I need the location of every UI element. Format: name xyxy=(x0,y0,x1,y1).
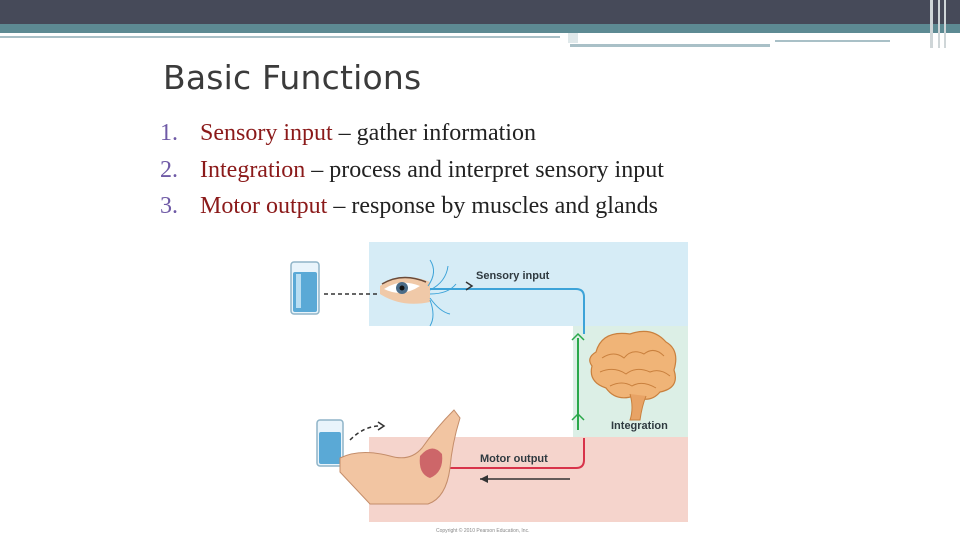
decorative-line xyxy=(944,0,946,48)
bullet-term: Integration xyxy=(200,157,305,183)
copyright-text: Copyright © 2010 Pearson Education, Inc. xyxy=(436,527,529,534)
bullet-term: Sensory input xyxy=(200,120,333,146)
bullet-list: 1.Sensory input – gather information 2.I… xyxy=(160,115,664,225)
water-glass-icon xyxy=(317,420,343,466)
bullet-item: 2.Integration – process and interpret se… xyxy=(160,152,664,189)
bullet-description: – gather information xyxy=(333,120,536,146)
white-gap xyxy=(369,326,573,437)
bullet-term: Motor output xyxy=(200,193,327,219)
decorative-line xyxy=(0,36,560,38)
bullet-number: 1. xyxy=(160,115,200,152)
bullet-description: – response by muscles and glands xyxy=(327,193,658,219)
bullet-number: 2. xyxy=(160,152,200,189)
top-bar xyxy=(0,0,960,24)
bullet-number: 3. xyxy=(160,188,200,225)
water-glass-icon xyxy=(291,262,319,314)
bullet-item: 3.Motor output – response by muscles and… xyxy=(160,188,664,225)
bullet-description: – process and interpret sensory input xyxy=(305,157,664,183)
motor-output-label: Motor output xyxy=(480,453,548,465)
nervous-system-diagram: Sensory input Integration Motor output C… xyxy=(280,242,690,534)
decorative-line xyxy=(930,0,933,48)
slide-title: Basic Functions xyxy=(163,58,421,97)
top-bar-stripe xyxy=(0,24,960,33)
integration-label: Integration xyxy=(611,420,668,432)
sensory-input-label: Sensory input xyxy=(476,270,550,282)
bullet-item: 1.Sensory input – gather information xyxy=(160,115,664,152)
decorative-line xyxy=(568,33,578,43)
decorative-line xyxy=(570,44,770,47)
decorative-line xyxy=(775,40,890,42)
decorative-line xyxy=(938,0,940,48)
